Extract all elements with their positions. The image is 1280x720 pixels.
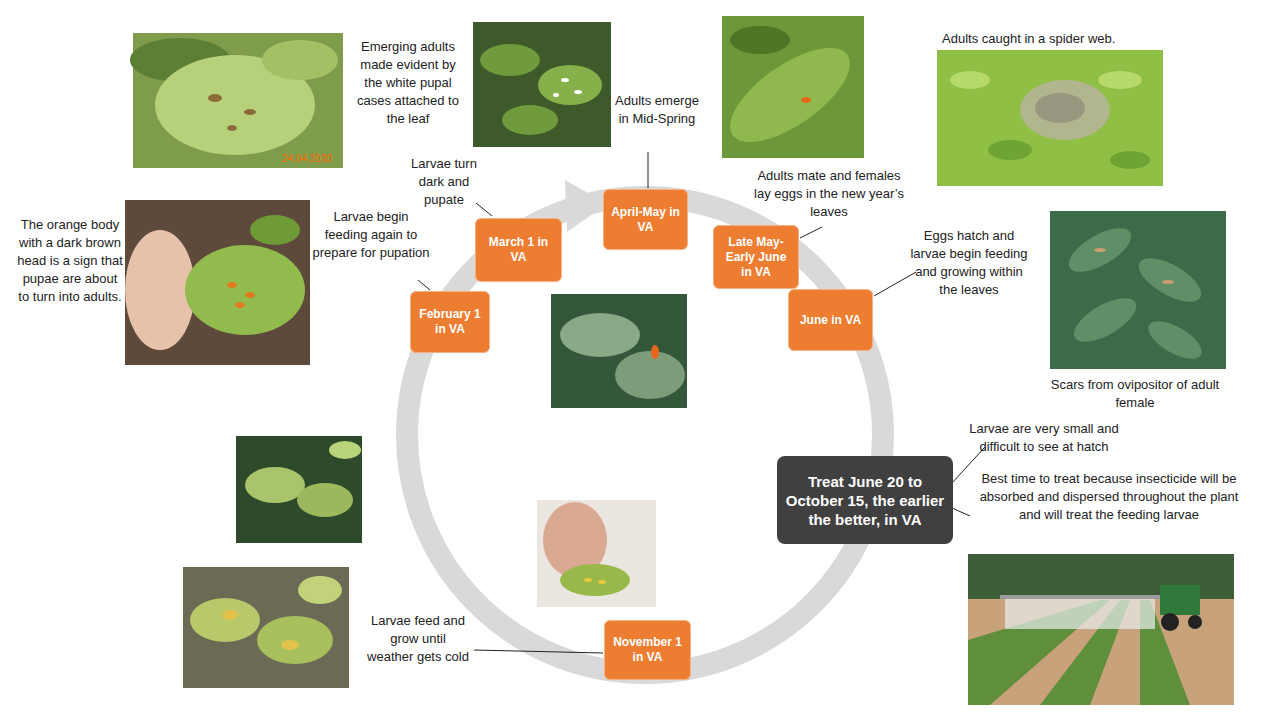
photo-midge-leaf <box>551 294 687 408</box>
date-box: November 1 in VA <box>604 620 691 680</box>
photo-tractor-spraying <box>968 554 1234 705</box>
photo-spider-web <box>937 50 1163 186</box>
treatment-box: Treat June 20 to October 15, the earlier… <box>777 456 953 544</box>
node-text: March 1 in VA <box>481 235 556 265</box>
annotation-text: Emerging adults made evident by the whit… <box>350 38 466 128</box>
cycle-ring <box>407 197 883 673</box>
photo-pupal-cases <box>473 22 611 147</box>
annotation-text: Larvae are very small and difficult to s… <box>952 420 1136 456</box>
annotation-text: Larvae turn dark and pupate <box>398 155 490 209</box>
annotation-text: Larvae begin feeding again to prepare fo… <box>312 208 430 262</box>
date-box: June in VA <box>788 289 873 351</box>
photo-leaf-blisters <box>183 567 349 688</box>
annotation-text: Scars from ovipositor of adult female <box>1030 376 1240 412</box>
node-text: November 1 in VA <box>610 635 685 665</box>
photo-date-stamp: 24.04.2020 <box>282 153 342 165</box>
node-text: February 1 in VA <box>416 307 484 337</box>
leader-lines <box>418 152 985 653</box>
node-text: April-May in VA <box>609 205 682 235</box>
photo-pupae-thumb <box>125 200 310 365</box>
annotation-text: Adults caught in a spider web. <box>942 30 1172 48</box>
node-text: June in VA <box>800 313 861 328</box>
date-box: February 1 in VA <box>410 291 490 353</box>
date-box: April-May in VA <box>603 189 688 250</box>
annotation-text: Eggs hatch and larvae begin feeding and … <box>908 227 1030 299</box>
annotation-text: Larvae feed and grow until weather gets … <box>366 612 470 666</box>
date-box: Late May-Early June in VA <box>713 225 799 289</box>
annotation-text: Best time to treat because insecticide w… <box>978 470 1240 524</box>
node-text: Treat June 20 to October 15, the earlier… <box>785 472 945 529</box>
annotation-text: The orange body with a dark brown head i… <box>16 216 124 306</box>
photo-ovipositor-scars <box>1050 211 1226 369</box>
annotation-text: Adults mate and females lay eggs in the … <box>748 167 910 221</box>
photo-leaf-spots <box>130 33 343 168</box>
cycle-arrowhead <box>565 180 607 232</box>
date-box: March 1 in VA <box>475 218 562 282</box>
photo-larvae-thumb <box>537 500 656 607</box>
node-text: Late May-Early June in VA <box>719 235 793 280</box>
annotation-text: Adults emerge in Mid-Spring <box>612 92 702 128</box>
photo-leaves-underside <box>236 436 362 543</box>
photo-adult-midge <box>715 16 864 160</box>
